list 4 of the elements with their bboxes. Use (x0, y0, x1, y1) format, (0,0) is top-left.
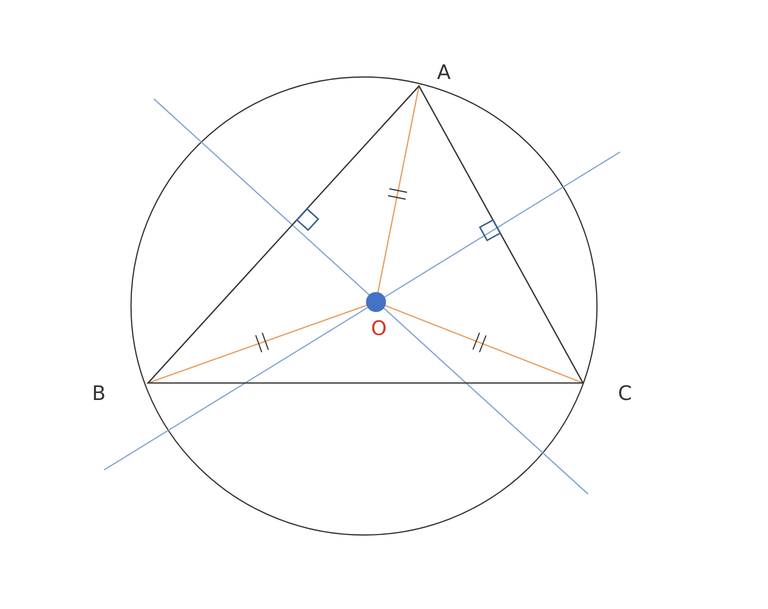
center-label: O (371, 318, 387, 338)
vertex-label: C (618, 383, 632, 403)
vertex-label: A (437, 62, 451, 82)
vertex-label: B (92, 383, 106, 403)
